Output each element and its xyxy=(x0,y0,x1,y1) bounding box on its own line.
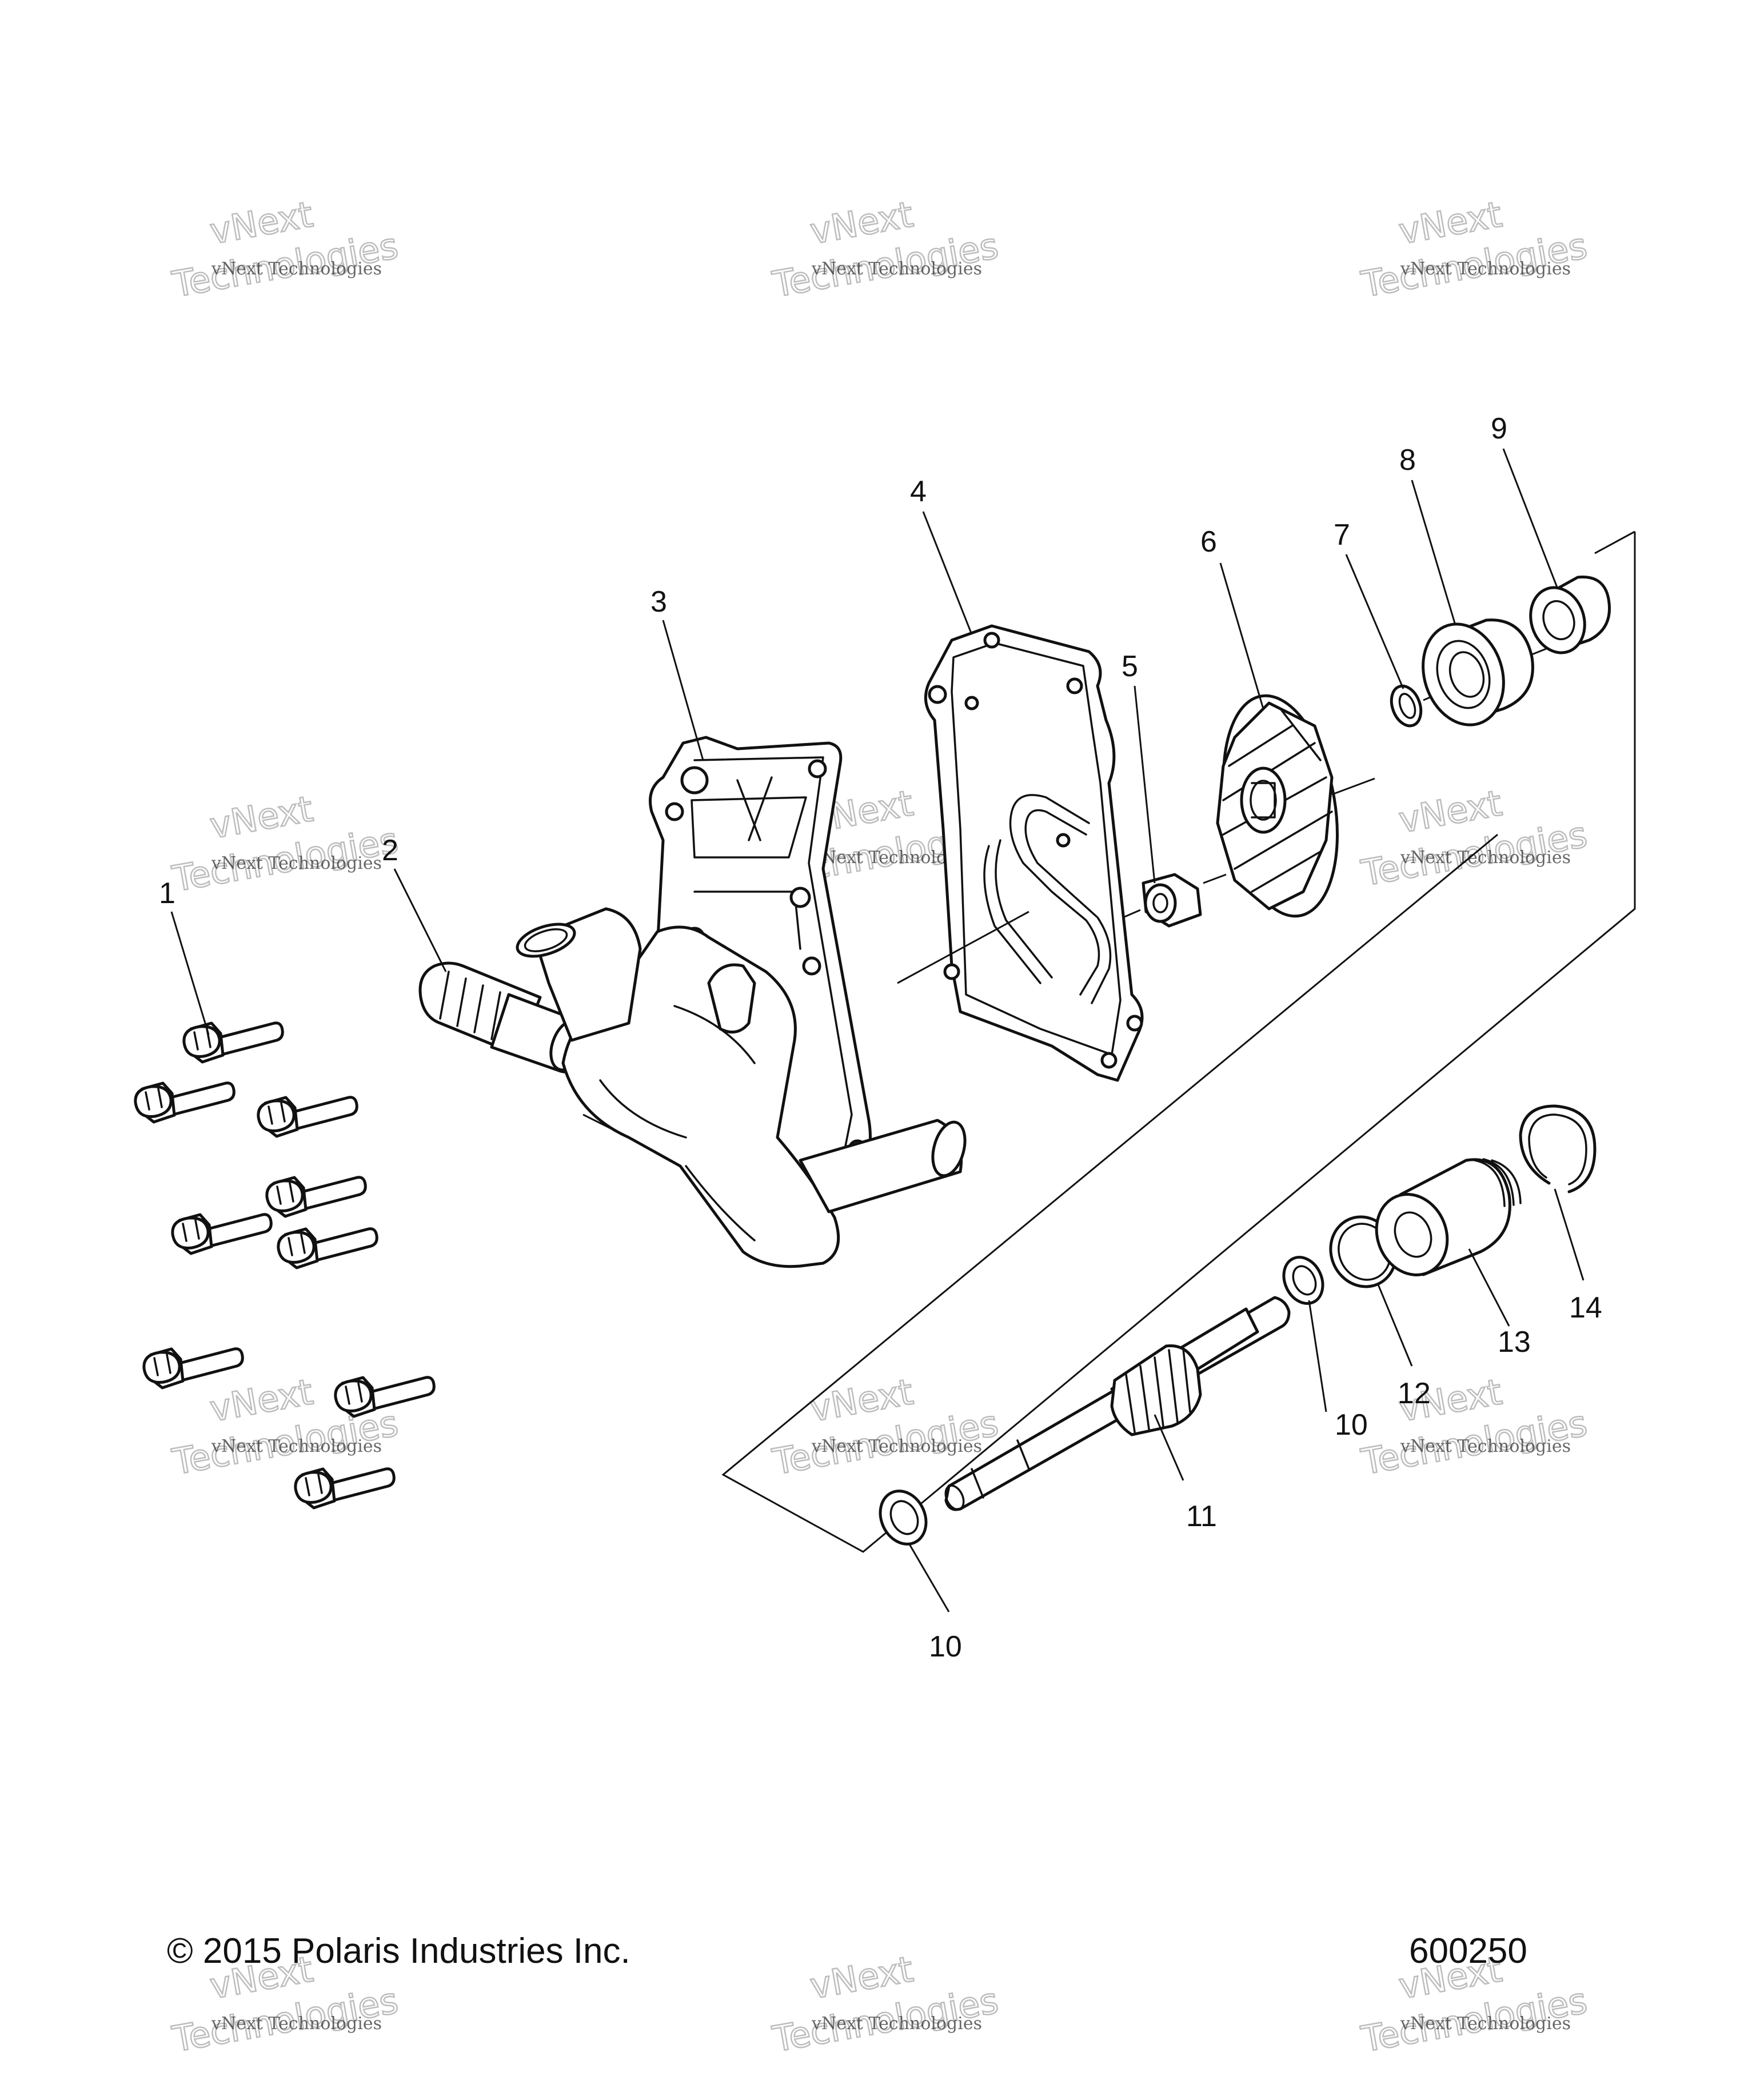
watermark-top-center: vNext Technologies vNext Technologies xyxy=(769,193,1002,306)
svg-text:vNext Technologies: vNext Technologies xyxy=(811,1436,982,1456)
shaft-seal xyxy=(1529,576,1611,654)
thrust-washer-lower xyxy=(879,1490,928,1546)
svg-text:vNext Technologies: vNext Technologies xyxy=(1400,259,1571,279)
svg-text:vNext Technologies: vNext Technologies xyxy=(211,2014,382,2034)
svg-text:vNext Technologies: vNext Technologies xyxy=(811,259,982,279)
watermark-top-right: vNext Technologies vNext Technologies xyxy=(1358,193,1591,306)
watermark-mid-right: vNext Technologies vNext Technologies xyxy=(1358,781,1591,895)
callout-12: 12 xyxy=(1398,1377,1431,1410)
callout-1: 1 xyxy=(159,877,175,910)
watermark-low-right: vNext Technologies vNext Technologies xyxy=(1358,1370,1591,1484)
snap-ring xyxy=(1519,1104,1597,1193)
impeller-nut xyxy=(1123,873,1227,928)
callout-2: 2 xyxy=(382,834,398,867)
gasket xyxy=(897,624,1144,1082)
thrust-washer-upper xyxy=(1282,1256,1324,1305)
water-pump-housing xyxy=(516,736,967,1268)
callout-6: 6 xyxy=(1200,525,1217,558)
callout-14: 14 xyxy=(1569,1291,1602,1324)
callout-labels: 1 2 3 4 5 6 7 8 9 10 10 11 12 13 14 xyxy=(159,412,1602,1663)
svg-text:vNext Technologies: vNext Technologies xyxy=(811,2014,982,2034)
copyright-text: © 2015 Polaris Industries Inc. xyxy=(167,1931,630,1971)
callout-11: 11 xyxy=(1186,1500,1217,1533)
bearing-sleeve xyxy=(1375,1158,1522,1276)
callout-8: 8 xyxy=(1399,444,1416,477)
watermark-top-left: vNext Technologies vNext Technologies xyxy=(169,193,402,306)
callout-9: 9 xyxy=(1491,412,1507,445)
callout-10-upper: 10 xyxy=(1335,1408,1368,1442)
seal-housing xyxy=(1422,618,1547,726)
svg-text:vNext Technologies: vNext Technologies xyxy=(211,1436,382,1456)
callout-13: 13 xyxy=(1498,1326,1531,1359)
callout-3: 3 xyxy=(650,585,667,618)
watermark-low-center: vNext Technologies vNext Technologies xyxy=(769,1370,1002,1484)
pump-shaft xyxy=(944,1296,1291,1511)
impeller xyxy=(1216,694,1375,918)
watermark-bottom-center: vNext Technologies vNext Technologies xyxy=(769,1947,1002,2061)
svg-text:vNext Technologies: vNext Technologies xyxy=(1400,848,1571,868)
svg-text:vNext Technologies: vNext Technologies xyxy=(211,853,382,873)
callout-4: 4 xyxy=(910,475,927,508)
watermark-mid-left: vNext Technologies vNext Technologies xyxy=(169,787,402,901)
callout-7: 7 xyxy=(1334,518,1350,552)
assembly-bracket xyxy=(721,532,1636,1553)
diagram-number: 600250 xyxy=(1409,1931,1527,1971)
assembly-bracket-top xyxy=(1594,530,1635,554)
callout-10-lower: 10 xyxy=(929,1630,962,1663)
svg-text:vNext Technologies: vNext Technologies xyxy=(1400,1436,1571,1456)
svg-text:vNext Technologies: vNext Technologies xyxy=(1400,2014,1571,2034)
leader-lines xyxy=(170,448,1585,1612)
svg-text:vNext Technologies: vNext Technologies xyxy=(211,259,382,279)
callout-5: 5 xyxy=(1122,650,1138,683)
